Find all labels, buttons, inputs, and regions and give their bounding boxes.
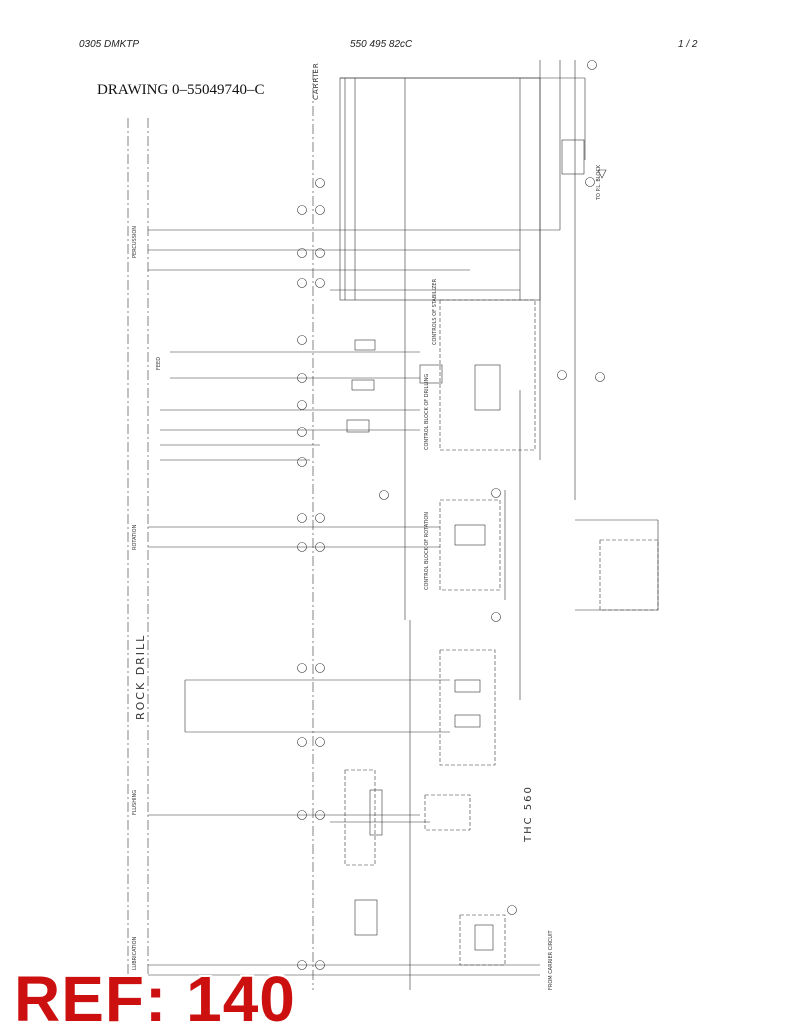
hose-markers-right (315, 60, 605, 970)
flushing-label: FLUSHING (132, 790, 138, 815)
rear-cylinder-lines (184, 679, 450, 733)
lubrication-pump (354, 899, 378, 936)
drilling-control-block (439, 299, 536, 451)
to-pl-block-arrow (597, 169, 607, 179)
lubrication-label: LUBRICATION (132, 936, 138, 970)
percussion-lines (148, 229, 560, 291)
header-left: 0305 DMKTP (79, 39, 140, 50)
model-label: THC 560 (523, 785, 534, 843)
feed-lines (160, 351, 420, 461)
valve-symbols (346, 339, 501, 951)
flushing-water-block (424, 794, 471, 831)
rock-drill-label: ROCK DRILL (134, 634, 147, 720)
control-block-rotation-label: CONTROL BLOCK OF ROTATION (424, 512, 430, 590)
rotation-lines (148, 526, 440, 548)
carrier-circuit-block (599, 539, 659, 611)
drawing-title: DRAWING 0–55049740–C (97, 82, 265, 98)
controls-stabilizer-label: CONTROLS OF STABILIZER (432, 278, 438, 345)
flushing-valve-block (344, 769, 376, 866)
ref-badge: REF: 140 (14, 963, 296, 1035)
carrier-valve-block (339, 77, 541, 301)
from-carrier-circuit-label: FROM CARRIER CIRCUIT (548, 929, 554, 990)
header-right: 1 / 2 (678, 39, 698, 50)
manifold-verticals (344, 60, 576, 990)
percussion-label: PERCUSSION (132, 226, 138, 258)
hose-markers-left (297, 205, 307, 970)
flushing-lines (148, 814, 430, 823)
cylinder-control-block (439, 649, 496, 766)
control-block-drilling-label: CONTROL BLOCK OF DRILLING (424, 374, 430, 450)
junction-block (561, 139, 585, 175)
header-center: 550 495 82cC (350, 39, 413, 50)
carrier-label: CARRIER (312, 62, 320, 100)
to-pl-block-label: TO P.L. BLOCK (596, 164, 602, 201)
rotation-control-block (439, 499, 501, 591)
lubrication-block (459, 914, 506, 966)
feed-label: FEED (156, 357, 162, 370)
lubrication-lines (148, 964, 540, 976)
rotation-label: ROTATION (132, 524, 138, 550)
